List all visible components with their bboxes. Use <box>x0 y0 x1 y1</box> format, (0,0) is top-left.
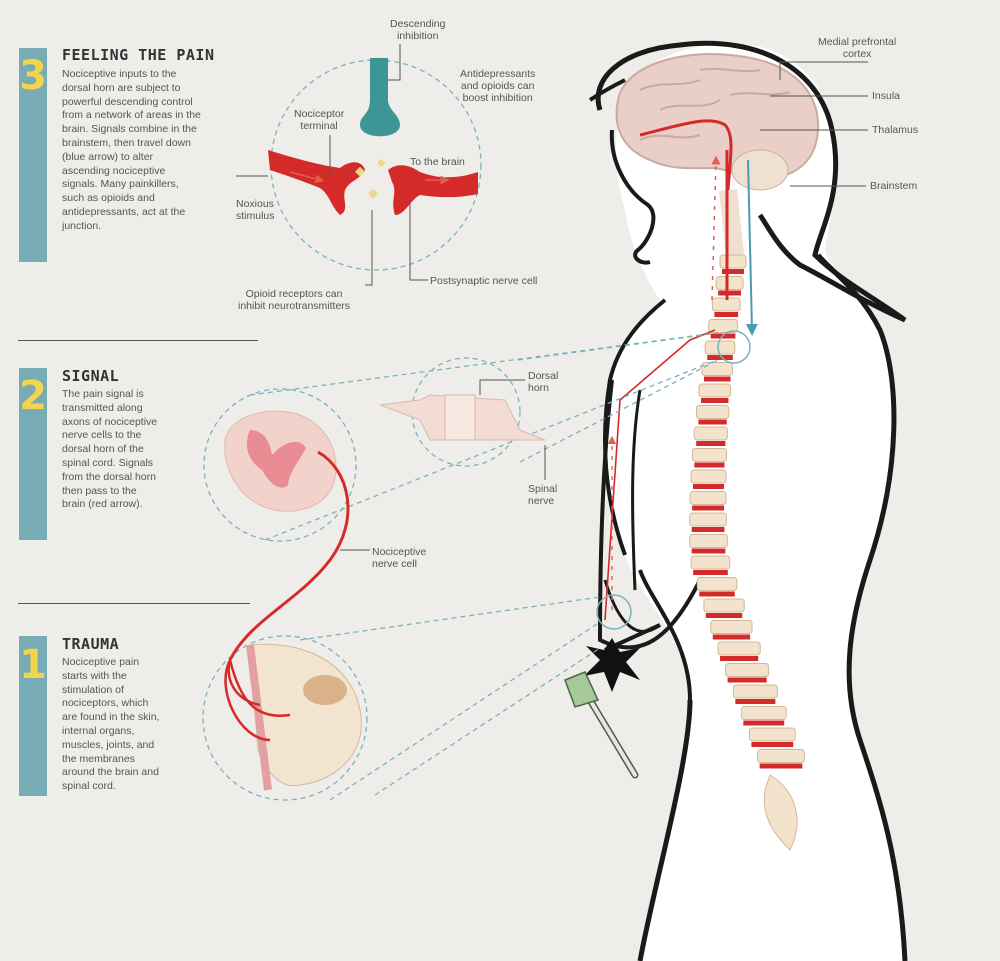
spinal-disc <box>714 312 739 317</box>
label-antidepressants: Antidepressants and opioids can boost in… <box>460 68 536 104</box>
step-1-bar <box>19 636 47 796</box>
spinal-disc <box>691 527 725 532</box>
spinal-disc <box>727 677 767 683</box>
label-spinal-nerve: Spinal nerve <box>528 483 558 507</box>
spinal-disc <box>707 355 733 360</box>
spinal-disc <box>720 656 759 661</box>
injury-burst <box>584 638 640 692</box>
vertebra <box>689 512 727 527</box>
label-insula: Insula <box>872 90 901 102</box>
vertebra <box>689 491 727 505</box>
vertebra <box>732 684 778 699</box>
step-1-number: 1 <box>19 642 47 688</box>
vertebra <box>717 641 761 656</box>
vertebra <box>693 426 728 441</box>
spinal-disc <box>759 763 803 769</box>
label-nociceptor-terminal: Nociceptor terminal <box>294 108 345 132</box>
label-nociceptive-nerve-cell: Nociceptive nerve cell <box>372 546 427 570</box>
label-to-the-brain: To the brain <box>410 156 465 168</box>
vertebra <box>725 663 770 677</box>
body-silhouette <box>588 40 908 961</box>
spinal-disc <box>735 699 776 704</box>
vertebra <box>740 706 787 720</box>
label-postsynaptic: Postsynaptic nerve cell <box>430 275 538 287</box>
sacrum <box>763 774 798 851</box>
step-3-body: Nociceptive inputs to the dorsal horn ar… <box>62 68 201 232</box>
vertebra <box>719 254 747 269</box>
reflex-hammer <box>564 671 639 779</box>
spinal-disc <box>705 613 743 618</box>
synapse-detail <box>268 58 478 215</box>
label-opioid-receptors: Opioid receptors can inhibit neurotransm… <box>238 288 351 312</box>
spinal-disc <box>693 570 728 575</box>
step-1-body: Nociceptive pain starts with the stimula… <box>62 656 160 793</box>
spinal-disc <box>692 505 725 511</box>
divider-2-1 <box>18 603 250 604</box>
vertebra <box>689 534 728 548</box>
vertebra <box>691 448 727 462</box>
brain <box>615 53 820 256</box>
spinal-disc <box>722 269 744 274</box>
step-3-title: FEELING THE PAIN <box>62 46 215 64</box>
label-descending-inhibition: Descending inhibition <box>390 18 446 42</box>
spinal-disc <box>718 290 742 296</box>
spinal-disc <box>691 548 726 554</box>
divider-3-2 <box>18 340 258 341</box>
spinal-disc <box>696 441 726 446</box>
step-2-bar <box>19 368 47 540</box>
step-2-number: 2 <box>19 373 47 419</box>
vertebra <box>703 598 745 613</box>
spinal-disc <box>701 398 729 403</box>
vertebra <box>701 362 733 376</box>
step-1-title: TRAUMA <box>62 635 120 653</box>
vertebra <box>715 276 744 290</box>
step-3-number: 3 <box>19 53 47 99</box>
step-2-title: SIGNAL <box>62 367 120 385</box>
vertebra <box>695 405 730 419</box>
spinal-disc <box>703 376 731 382</box>
spinal-disc <box>698 419 727 425</box>
vertebra <box>690 469 727 484</box>
label-noxious-stimulus: Noxious stimulus <box>236 198 275 222</box>
tissue-detail <box>224 643 362 791</box>
step-2-body: The pain signal is transmitted along axo… <box>62 388 158 511</box>
vertebra <box>708 319 738 333</box>
cord-cross-section <box>224 394 546 661</box>
descending-arrow <box>745 159 758 336</box>
callout-connectors <box>202 59 719 801</box>
label-medial-prefrontal: Medial prefrontal cortex <box>818 36 897 60</box>
label-dorsal-horn: Dorsal horn <box>528 370 559 394</box>
spinal-disc <box>693 484 725 489</box>
spinal-disc <box>751 742 794 747</box>
spinal-disc <box>712 634 751 640</box>
vertebra <box>704 340 736 355</box>
spinal-disc <box>699 591 735 597</box>
label-thalamus: Thalamus <box>872 124 919 136</box>
label-brainstem: Brainstem <box>870 180 918 192</box>
vertebra <box>690 555 731 570</box>
step-3-bar <box>19 48 47 262</box>
vertebra <box>698 383 731 398</box>
vertebra <box>748 727 796 742</box>
vertebra <box>710 620 753 634</box>
vertebra <box>757 749 805 763</box>
vertebra <box>696 577 738 591</box>
spinal-disc <box>743 720 785 726</box>
spinal-disc <box>694 462 725 468</box>
